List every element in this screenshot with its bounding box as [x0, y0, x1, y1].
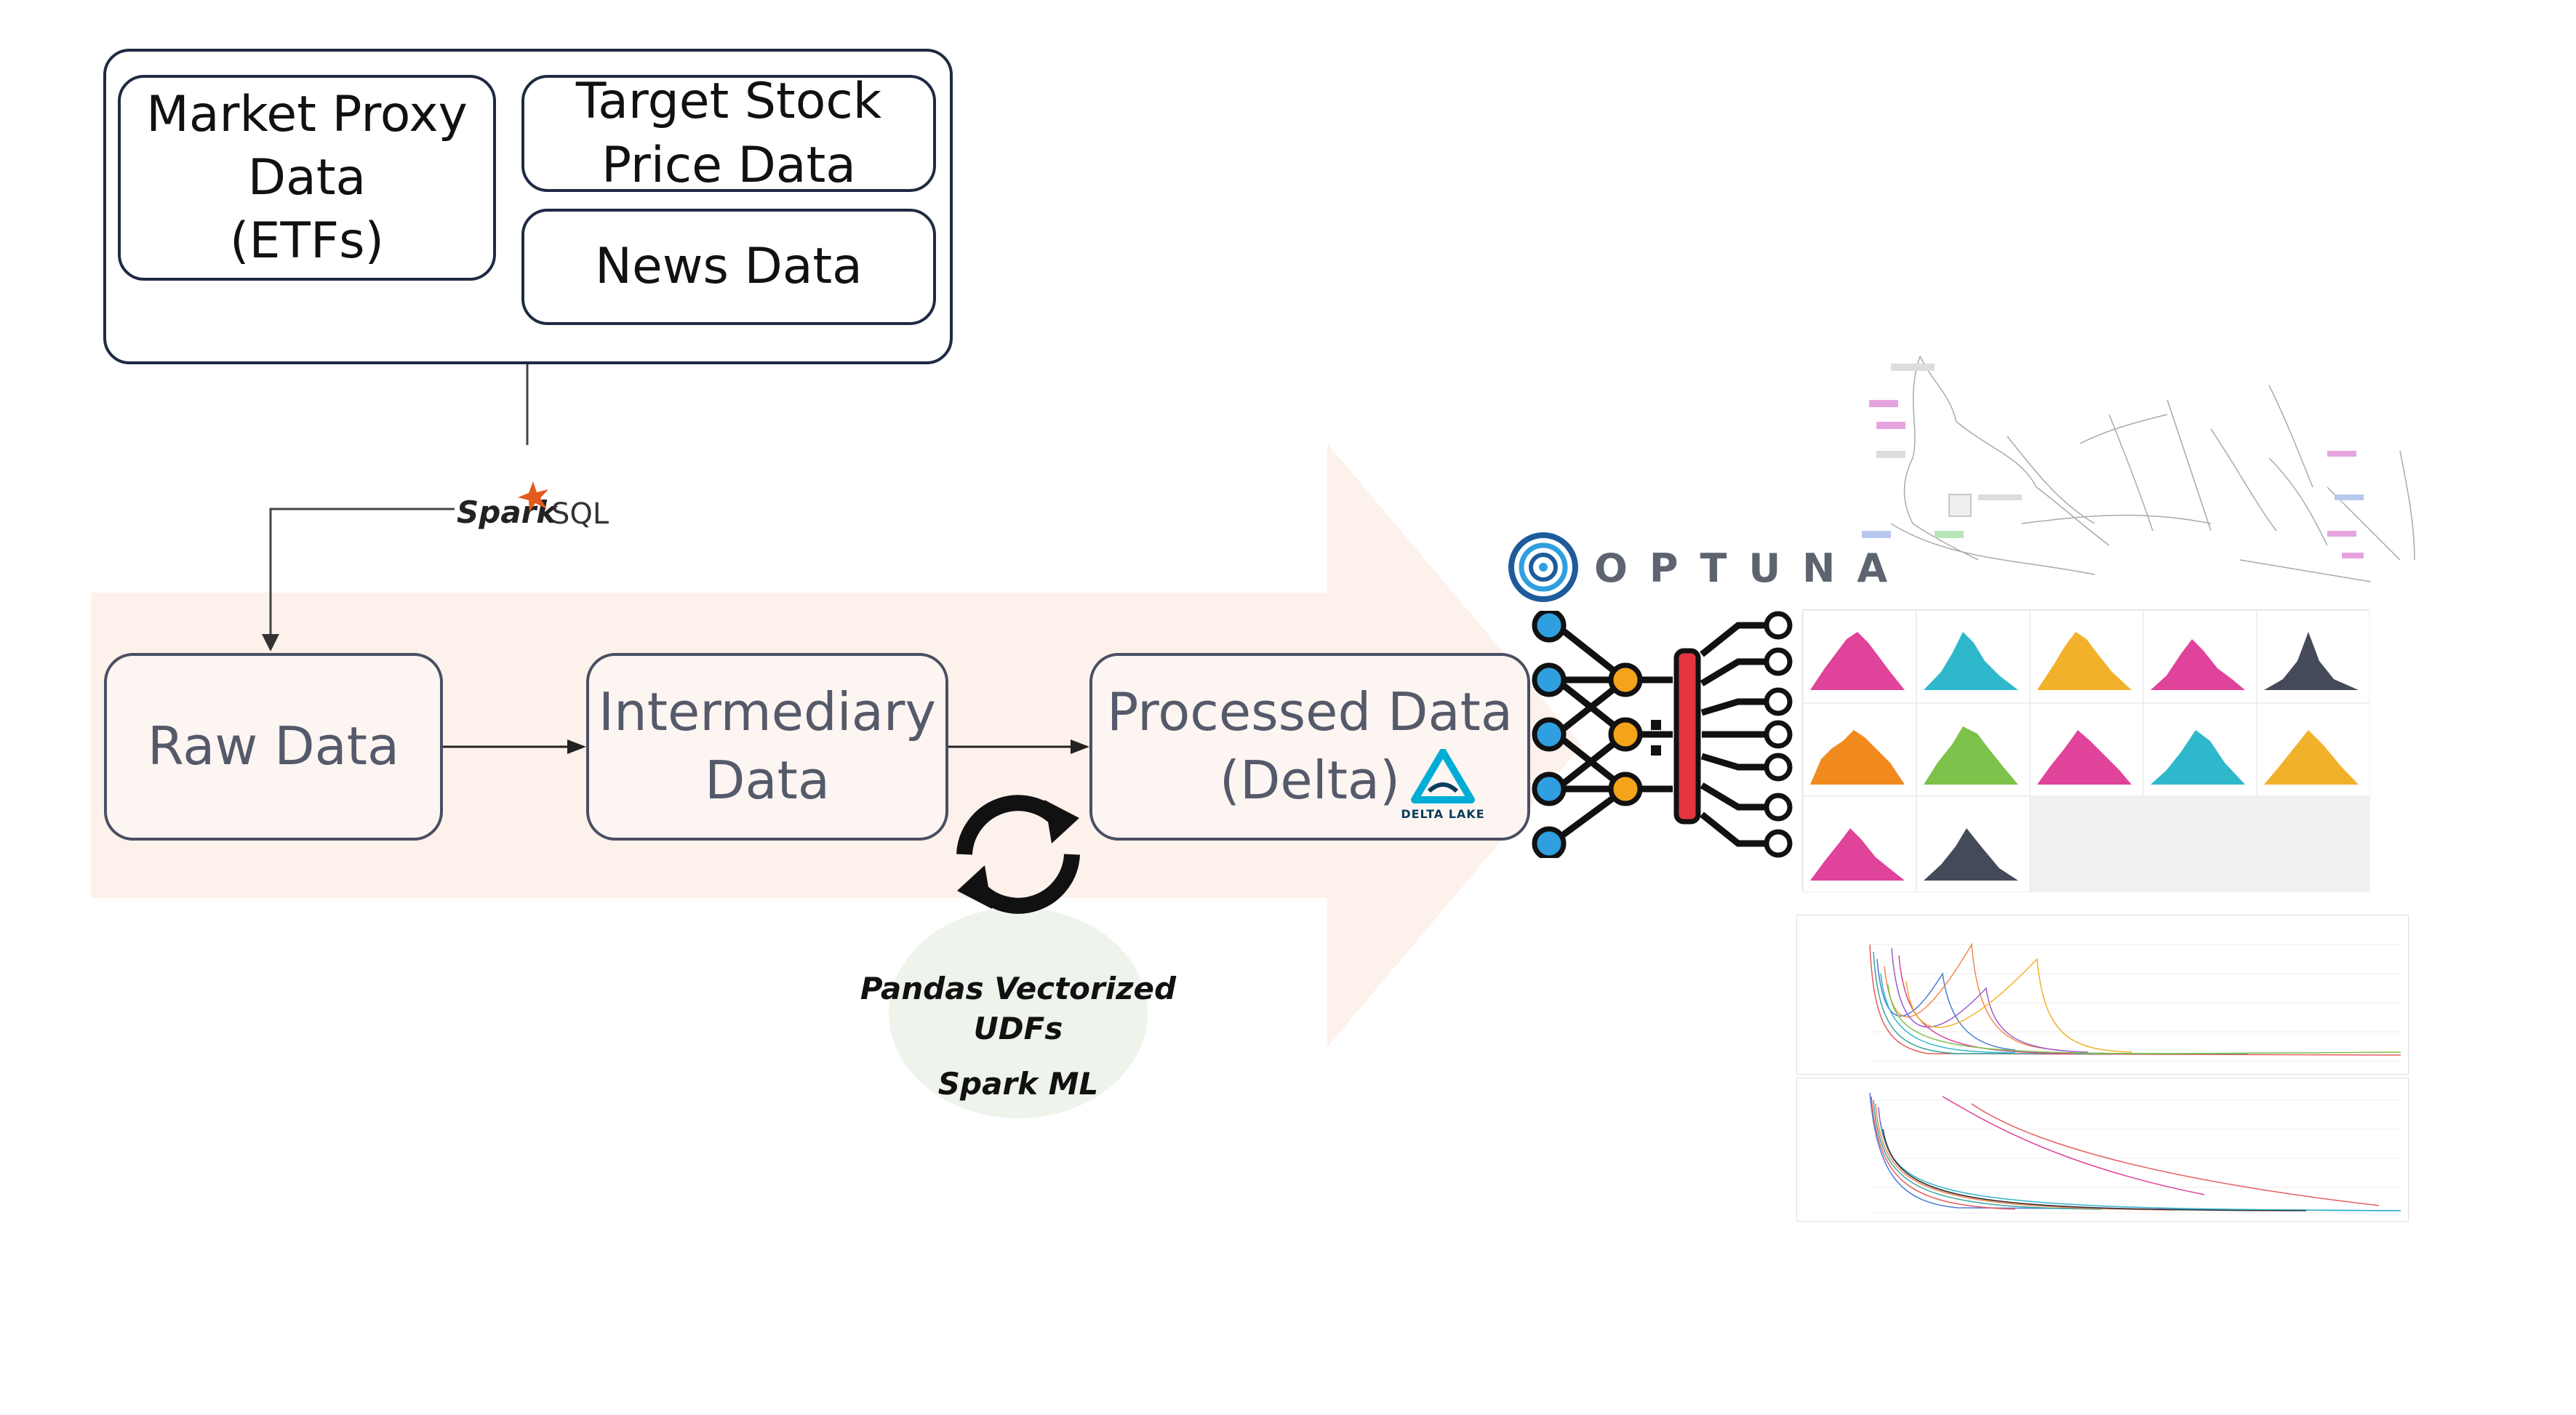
- neural-network-icon: [1532, 611, 1793, 858]
- optuna-logo-icon: [1508, 532, 1578, 602]
- delta-lake-wordmark: DELTA LAKE: [1401, 807, 1485, 821]
- sql-wordmark: SQL: [551, 497, 609, 531]
- spark-ml-label: Spark ML: [937, 1066, 1099, 1102]
- optuna-wordmark: OPTUNA: [1594, 545, 1910, 591]
- line-chart-thumbnail-1: [1796, 915, 2409, 1075]
- udf-label-line1: Pandas Vectorized: [860, 971, 1177, 1006]
- spark-sql-logo: Spark SQL: [457, 480, 609, 538]
- market-proxy-data-box: Market Proxy Data (ETFs): [118, 75, 496, 281]
- delta-lake-logo: DELTA LAKE: [1400, 748, 1486, 826]
- processed-data-stage: Processed Data (Delta): [1089, 653, 1530, 841]
- histogram-grid-thumbnail: [1802, 609, 2371, 893]
- line-chart-2-plot: [1869, 1092, 2401, 1214]
- news-data-box: News Data: [521, 209, 936, 325]
- spark-star-icon: [518, 481, 548, 512]
- line-chart-thumbnail-2: [1796, 1078, 2409, 1222]
- udf-background-circle: [889, 907, 1148, 1118]
- refresh-cycle-icon: [956, 795, 1080, 914]
- dag-graph-thumbnail: [1862, 356, 2415, 582]
- delta-lake-icon: [1411, 748, 1475, 803]
- target-stock-price-data-box: Target Stock Price Data: [521, 73, 936, 194]
- processed-data-label: Processed Data (Delta): [1107, 681, 1513, 811]
- udf-label-line2: UDFs: [973, 1011, 1063, 1046]
- histogram-grid-panels: [1802, 609, 2371, 893]
- line-chart-1-plot: [1869, 942, 2401, 1062]
- raw-data-stage: Raw Data: [104, 653, 443, 841]
- intermediary-data-stage: Intermediary Data: [586, 653, 948, 841]
